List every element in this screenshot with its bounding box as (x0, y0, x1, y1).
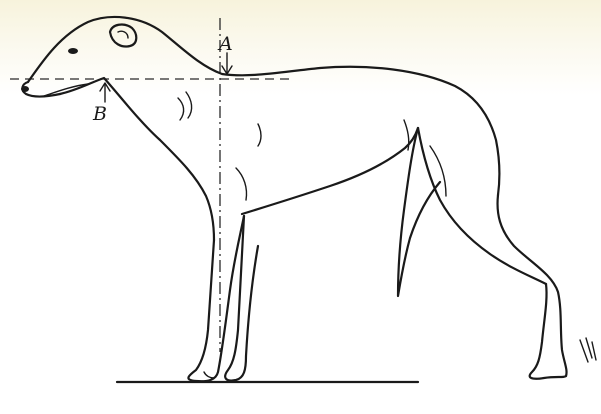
dog-hind-leg-rear (498, 195, 567, 376)
dog-front-leg-far (225, 216, 258, 381)
greyhound-drawing (21, 17, 596, 381)
arrow-a (222, 53, 232, 74)
dog-eye (68, 48, 78, 54)
dog-underline (242, 128, 418, 214)
label-a: A (217, 33, 233, 55)
dog-tail (398, 128, 440, 296)
dog-ear (110, 25, 136, 47)
label-b: B (92, 103, 107, 125)
dog-nose (21, 86, 29, 92)
dog-hind-thigh (418, 128, 546, 284)
dog-front-leg-near (188, 216, 244, 381)
dog-mouth (44, 84, 88, 96)
arrow-b (100, 83, 110, 102)
